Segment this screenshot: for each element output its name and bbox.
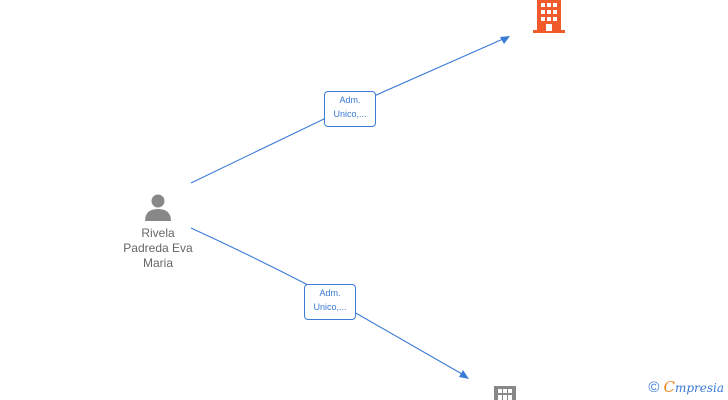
brand-initial: C — [663, 378, 675, 396]
brand-rest: mpresia — [674, 381, 724, 395]
building-icon[interactable] — [492, 386, 518, 400]
person-name-line-3: Maria — [142, 256, 173, 270]
edge-label-1-line-2: Unico,... — [333, 109, 367, 119]
edge-line-1 — [190, 38, 504, 184]
edge-arrow-2 — [459, 370, 469, 379]
person-name-line-1: Rivela — [141, 226, 175, 240]
edge-label-1[interactable]: Adm. Unico,... — [324, 91, 376, 127]
brand-logo: Cmpresia — [663, 378, 724, 396]
copyright-icon: © — [648, 378, 660, 396]
person-node[interactable]: Rivela Padreda Eva Maria — [111, 192, 205, 271]
edge-label-2-line-1: Adm. — [319, 288, 341, 298]
building-icon[interactable] — [533, 0, 565, 33]
empresia-watermark: © Cmpresia — [648, 378, 724, 396]
edge-line-2 — [190, 227, 463, 375]
person-name: Rivela Padreda Eva Maria — [111, 226, 205, 271]
edge-label-2[interactable]: Adm. Unico,... — [304, 284, 356, 320]
edge-label-2-line-2: Unico,... — [313, 302, 347, 312]
person-name-line-2: Padreda Eva — [123, 241, 193, 255]
edge-label-1-line-1: Adm. — [339, 95, 361, 105]
person-icon — [145, 194, 171, 221]
edge-arrow-1 — [500, 36, 510, 44]
